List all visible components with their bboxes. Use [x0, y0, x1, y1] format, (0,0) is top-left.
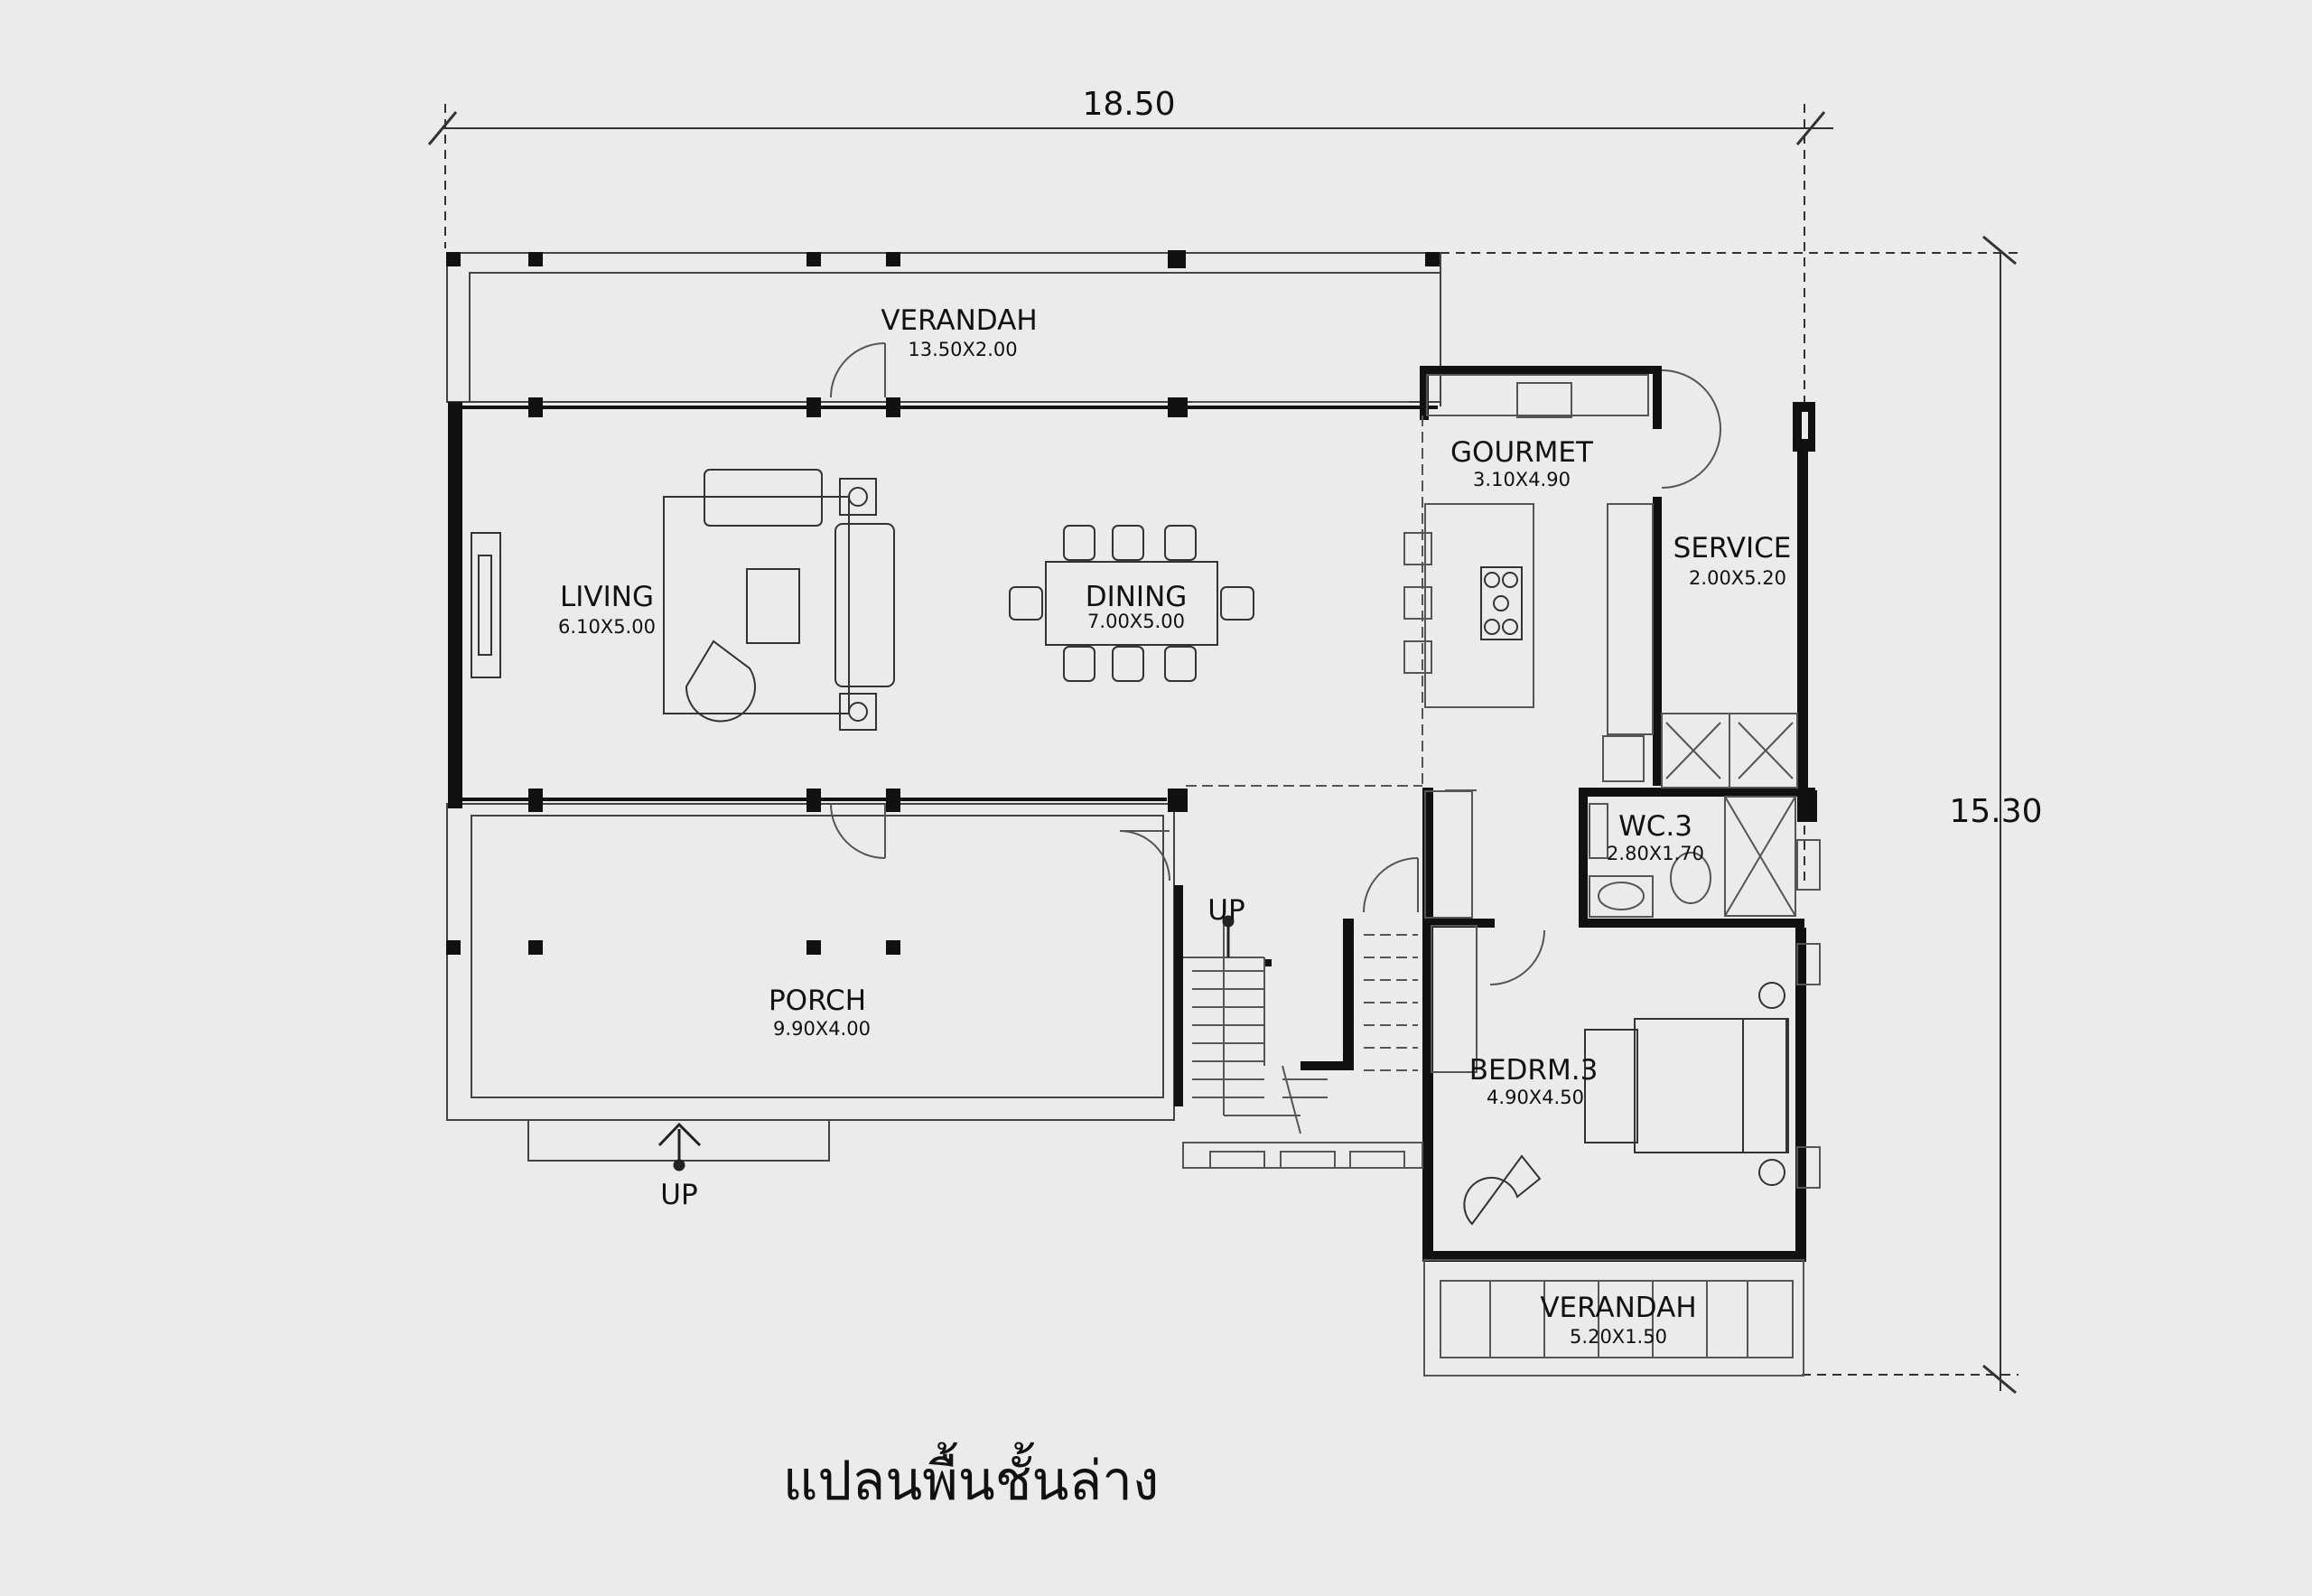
room-name-service: SERVICE — [1673, 532, 1792, 565]
dining-furniture — [1009, 525, 1254, 682]
room-size-bedrm3: 4.90X4.50 — [1487, 1087, 1584, 1108]
room-name-wc3: WC.3 — [1618, 810, 1692, 843]
room-size-porch: 9.90X4.00 — [773, 1018, 871, 1040]
room-name-porch: PORCH — [769, 985, 866, 1017]
room-name-gourmet: GOURMET — [1450, 436, 1594, 469]
living-furniture — [471, 469, 895, 731]
room-name-verandah-upper: VERANDAH — [881, 304, 1037, 337]
bedroom-furniture — [1463, 982, 1789, 1226]
room-size-verandah-lower: 5.20X1.50 — [1570, 1326, 1667, 1348]
room-name-verandah-lower: VERANDAH — [1540, 1292, 1696, 1324]
room-size-wc3: 2.80X1.70 — [1607, 843, 1704, 864]
entry-up-label: UP — [660, 1179, 697, 1211]
room-size-service: 2.00X5.20 — [1689, 567, 1786, 589]
dimension-lines — [427, 104, 2018, 1395]
room-name-dining: DINING — [1086, 581, 1188, 613]
room-size-gourmet: 3.10X4.90 — [1473, 469, 1571, 490]
room-size-dining: 7.00X5.00 — [1087, 611, 1185, 632]
up-arrows — [657, 915, 1235, 1171]
stair-up-label: UP — [1207, 894, 1245, 927]
overall-width-label: 18.50 — [1082, 86, 1175, 123]
cooktop — [1480, 566, 1523, 640]
overall-depth-label: 15.30 — [1949, 793, 2042, 830]
room-name-bedrm3: BEDRM.3 — [1469, 1054, 1599, 1087]
plan-title: แปลนพื้นชั้นล่าง — [783, 1442, 1160, 1513]
interior-lines — [830, 342, 1821, 1377]
room-size-living: 6.10X5.00 — [558, 616, 656, 638]
room-name-living: LIVING — [560, 581, 654, 613]
room-size-verandah-upper: 13.50X2.00 — [908, 339, 1017, 360]
